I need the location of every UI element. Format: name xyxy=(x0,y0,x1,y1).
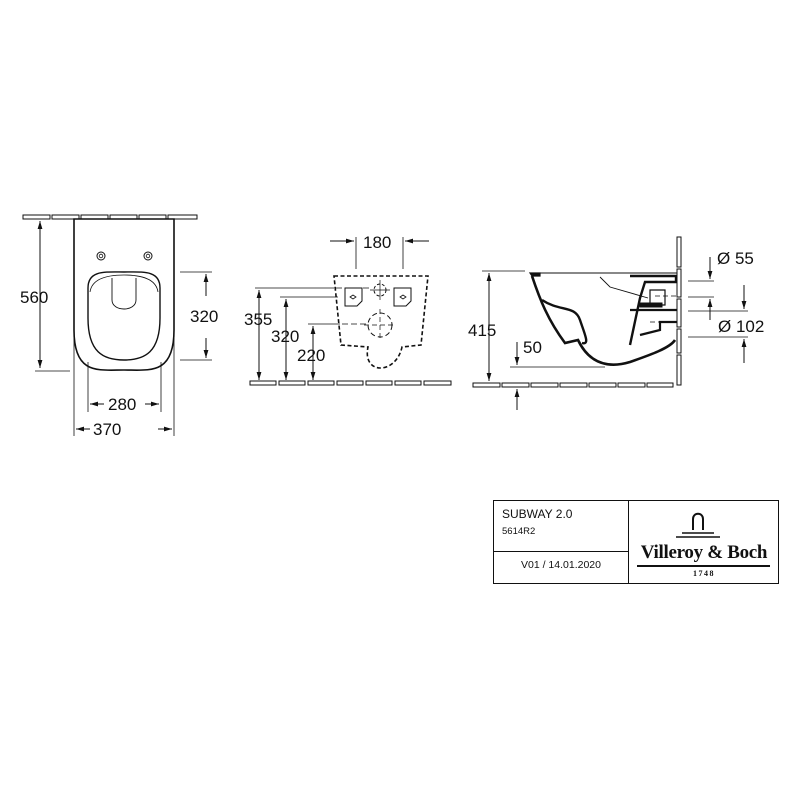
dim-length-560: 560 xyxy=(20,288,48,307)
dim-height-415: 415 xyxy=(468,321,496,340)
brand-year: 1748 xyxy=(693,569,715,578)
product-code: 5614R2 xyxy=(502,526,536,537)
dim-inner-width-280: 280 xyxy=(108,395,136,414)
dim-height-320: 320 xyxy=(271,327,299,346)
title-block-brand: Villeroy & Boch 1748 xyxy=(629,501,779,583)
title-block-info: SUBWAY 2.0 5614R2 V01 / 14.01.2020 xyxy=(494,501,629,583)
brand-logo-icon xyxy=(676,512,720,538)
drawing-version: V01 / 14.01.2020 xyxy=(521,559,601,571)
product-name: SUBWAY 2.0 xyxy=(502,507,573,521)
wall-view xyxy=(249,237,452,386)
title-block-product: SUBWAY 2.0 5614R2 xyxy=(494,501,628,552)
dim-fixing-180: 180 xyxy=(363,233,391,252)
top-view xyxy=(22,214,212,436)
dim-total-width-370: 370 xyxy=(93,420,121,439)
dim-height-355: 355 xyxy=(244,310,272,329)
side-view xyxy=(472,236,748,410)
dim-inlet-diameter-55: Ø 55 xyxy=(717,249,754,268)
title-block: SUBWAY 2.0 5614R2 V01 / 14.01.2020 Ville… xyxy=(493,500,779,584)
brand-underline xyxy=(637,565,770,567)
dim-outlet-diameter-102: Ø 102 xyxy=(718,317,764,336)
brand-name: Villeroy & Boch xyxy=(640,542,768,563)
dim-water-depth-50: 50 xyxy=(523,338,542,357)
dim-height-220: 220 xyxy=(297,346,325,365)
dim-bowl-320: 320 xyxy=(190,307,218,326)
